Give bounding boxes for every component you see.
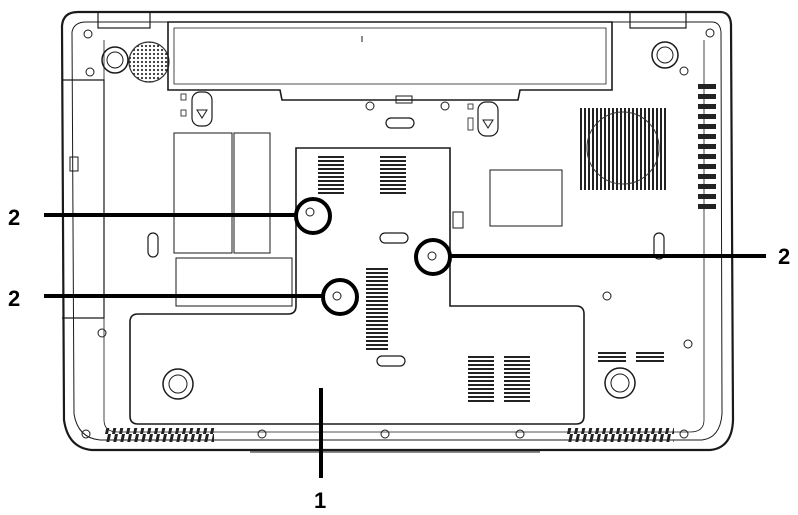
side-vent-strip (698, 84, 716, 209)
small-screws (81, 28, 715, 439)
fan-vent (489, 108, 666, 227)
speaker-grille (128, 41, 170, 83)
callout-screw-right: 2 (778, 244, 790, 269)
battery-latch-right (467, 101, 499, 137)
callout-screw-upper-left: 2 (8, 205, 20, 230)
oval-slots (147, 117, 665, 367)
callout-screw-lower-left: 2 (8, 286, 20, 311)
battery-latch-left (180, 91, 213, 127)
cover-vents (318, 156, 664, 404)
callout-cover: 1 (314, 488, 326, 513)
bottom-vents (104, 428, 674, 453)
left-panel-area (173, 132, 293, 307)
access-cover (129, 147, 585, 425)
rubber-feet (101, 41, 679, 400)
leader-lines (44, 213, 766, 478)
battery-pack (167, 21, 613, 104)
laptop-body (60, 10, 735, 452)
